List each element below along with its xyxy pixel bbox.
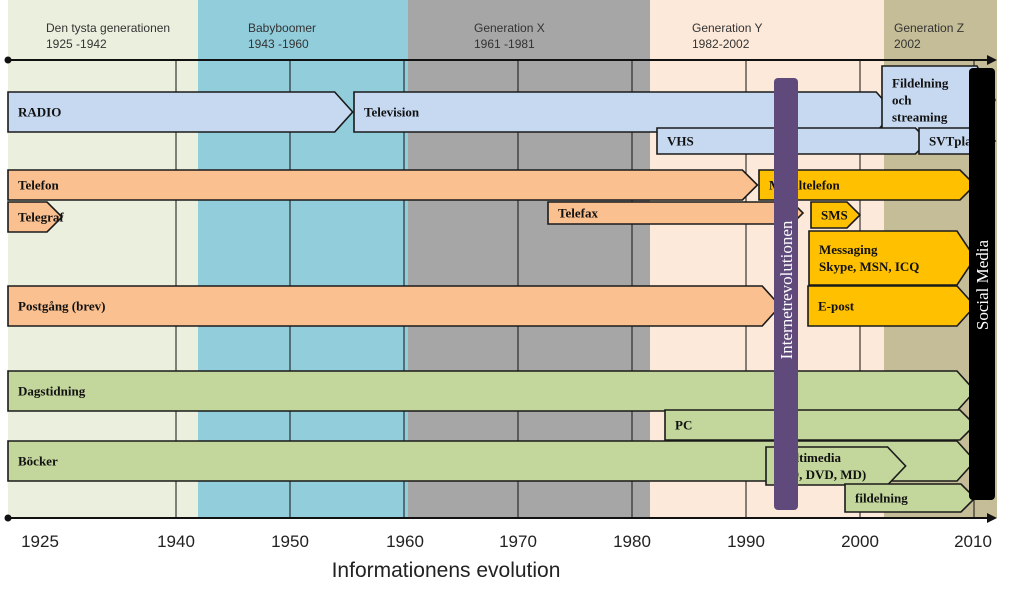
timeline-bar-label: RADIO [18,105,61,120]
timeline-bar-label: PC [675,418,692,433]
timeline-bar-label: Telegraf [18,210,64,225]
generation-years: 1961 -1981 [474,37,535,51]
axis-tick-label: 1970 [499,532,537,551]
axis-arrowhead [987,55,997,65]
timeline-bar: fildelning [844,483,977,513]
timeline-bar: Telefon [7,169,759,201]
timeline-bar: Dagstidning [7,370,977,412]
timeline-bar-label: och [892,93,912,108]
timeline-bar: Postgång (brev) [7,285,782,327]
timeline-bar-label: Messaging [819,242,878,257]
generation-name: Den tysta generationen [46,21,170,35]
timeline-bar-label: streaming [892,110,948,125]
axis-tick-label: 1980 [613,532,651,551]
timeline-arrow [844,483,977,513]
timeline-bar-label: Fildelning [892,76,949,91]
timeline-bar: Fildelning och streaming [881,65,996,135]
generation-name: Generation Y [692,21,763,35]
axis-tick-label: 2000 [841,532,879,551]
timeline-bar-label: Skype, MSN, ICQ [819,259,919,274]
social-media-bar: Social Media [969,68,995,500]
timeline-arrow [7,440,977,482]
vertical-bar-label: Internetrevolutionen [777,220,796,359]
timeline-bar: Television [353,91,896,133]
timeline-arrow [7,91,354,133]
timeline-bar: Telefax [547,201,805,225]
timeline-arrow [7,201,64,233]
timeline-bar: PC [664,409,977,441]
generation-name: Babyboomer [248,21,316,35]
vertical-bar-label: Social Media [973,239,992,330]
axis-tick-label: 1960 [386,532,424,551]
generation-years: 2002 [894,37,921,51]
axis-tick-label: 1940 [157,532,195,551]
timeline-bar-label: Television [364,105,420,120]
internetrevolution-bar: Internetrevolutionen [774,78,798,510]
timeline-bar-label: Telefon [18,178,59,193]
axis-tick-label: 1925 [21,532,59,551]
timeline-bar-label: Böcker [18,454,58,469]
top-axis [4,55,997,65]
axis-tick-label: 2010 [954,532,992,551]
timeline-bar: Böcker [7,440,977,482]
generation-name: Generation X [474,21,545,35]
axis-arrowhead [987,513,997,523]
generation-years: 1925 -1942 [46,37,107,51]
generation-band [8,0,198,518]
generation-name: Generation Z [894,21,964,35]
timeline-bar-label: VHS [667,134,694,149]
timeline-arrow [810,201,862,229]
timeline-bar-label: Postgång (brev) [18,299,106,314]
timeline-arrow [758,169,977,201]
timeline-arrow [808,230,976,286]
axis-tick-label: 1950 [271,532,309,551]
timeline-bar: Multimedia(CD, DVD, MD) [765,446,907,486]
timeline-arrow [765,446,907,486]
axis-start-dot [4,514,12,522]
timeline-bar-label: (CD, DVD, MD) [776,467,866,482]
axis-start-dot [4,56,12,64]
generation-years: 1982-2002 [692,37,750,51]
timeline-arrow [807,285,977,327]
diagram-title: Informationens evolution [332,559,561,582]
timeline-bar-label: fildelning [855,491,908,506]
generation-years: 1943 -1960 [248,37,309,51]
vertical-bar [774,78,798,510]
timeline-bar: SMS [810,201,862,229]
timeline-bar-label: Dagstidning [18,384,86,399]
timeline-arrow [664,409,977,441]
axis-tick-label: 1990 [727,532,765,551]
timeline-bar-label: SMS [821,208,848,223]
vertical-bar [969,68,995,500]
timeline-bar: Telegraf [7,201,64,233]
generation-band [198,0,408,518]
timeline-bar-label: Telefax [558,206,598,221]
timeline-arrow [7,169,759,201]
timeline-bar: E-post [807,285,977,327]
timeline-bar-label: SVTplay [929,134,979,149]
timeline-arrow [7,370,977,412]
generation-band [408,0,650,518]
timeline-bar: RADIO [7,91,354,133]
timeline-bar-label: E-post [818,299,855,314]
timeline-arrow [7,285,782,327]
bottom-axis [4,513,997,523]
timeline-arrow [353,91,896,133]
